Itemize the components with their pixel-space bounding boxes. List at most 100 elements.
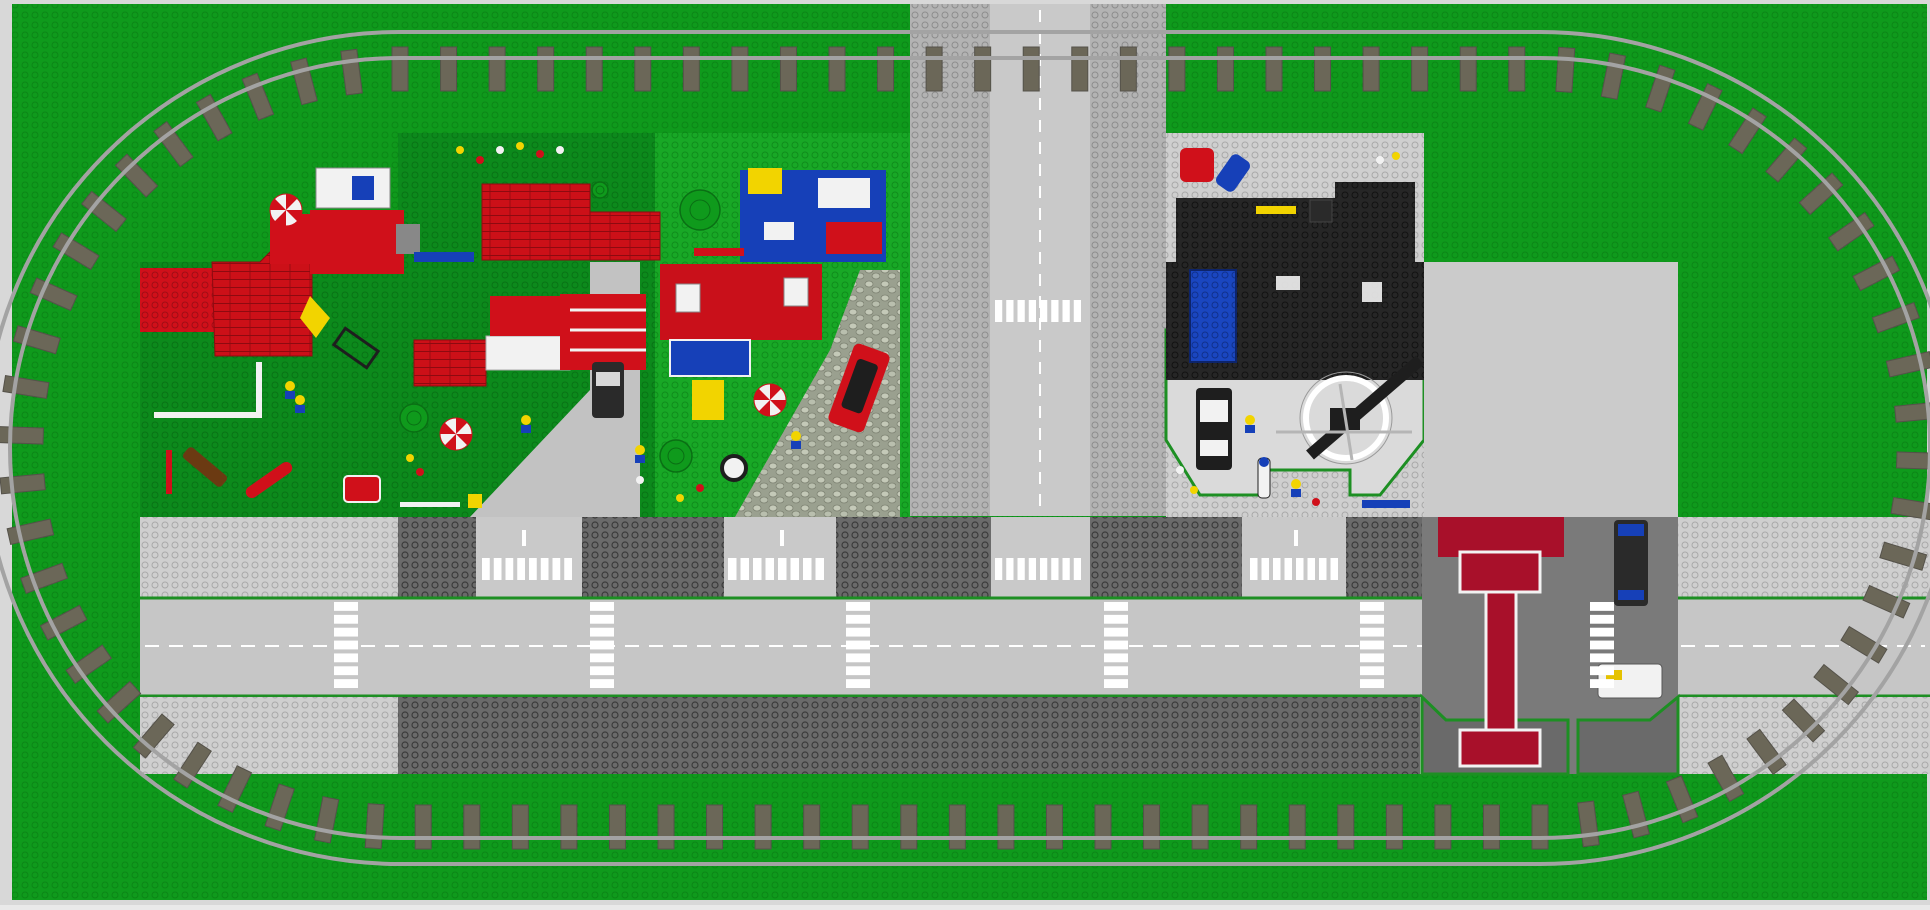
railway-sleeper bbox=[1482, 804, 1500, 850]
railway-sleeper bbox=[1094, 804, 1112, 850]
railway-sleeper bbox=[1143, 804, 1161, 850]
railway-sleeper bbox=[585, 46, 603, 92]
motorcycle-icon bbox=[1257, 457, 1271, 499]
railway-sleeper bbox=[488, 46, 506, 92]
railway-sleeper bbox=[1288, 804, 1306, 850]
umbrella-icon bbox=[439, 417, 473, 451]
railway-sleeper bbox=[1781, 698, 1826, 743]
railway-sleeper bbox=[1531, 804, 1549, 850]
railway-sleeper bbox=[391, 46, 409, 92]
railway-sleeper bbox=[511, 804, 529, 850]
railway-sleeper bbox=[96, 680, 142, 724]
railway-sleeper bbox=[1119, 46, 1137, 92]
railway-sleeper bbox=[974, 46, 992, 92]
railway-sleeper bbox=[754, 804, 772, 850]
railway-sleeper bbox=[1071, 46, 1089, 92]
railway-sleeper bbox=[657, 804, 675, 850]
railway-sleeper bbox=[877, 46, 895, 92]
red-house-center bbox=[413, 183, 661, 418]
railway-sleeper bbox=[1862, 584, 1911, 619]
car-icon bbox=[1196, 388, 1232, 470]
railway-sleeper bbox=[1385, 804, 1403, 850]
umbrella-icon bbox=[269, 193, 303, 227]
railway-sleeper bbox=[29, 277, 78, 312]
railway-sleeper bbox=[440, 46, 458, 92]
railway-sleeper bbox=[1765, 137, 1808, 183]
railway-sleeper bbox=[132, 713, 175, 759]
railway-sleeper bbox=[1508, 46, 1526, 92]
railway-sleeper bbox=[1879, 541, 1928, 571]
railway-sleeper bbox=[414, 804, 432, 850]
car-icon bbox=[1614, 520, 1648, 606]
railway-sleeper bbox=[1191, 804, 1209, 850]
railway-sleeper bbox=[608, 804, 626, 850]
police-station bbox=[1164, 133, 1428, 517]
railway-sleeper bbox=[39, 604, 88, 641]
railway-sleeper bbox=[1434, 804, 1452, 850]
railway-sleeper bbox=[364, 803, 385, 850]
railway-sleeper bbox=[173, 741, 212, 789]
railway-sleeper bbox=[1168, 46, 1186, 92]
railway-sleeper bbox=[1798, 172, 1844, 216]
railway-sleeper bbox=[851, 804, 869, 850]
railway-sleeper bbox=[997, 804, 1015, 850]
railway-sleeper bbox=[264, 783, 295, 832]
railway-sleeper bbox=[779, 46, 797, 92]
crosswalks bbox=[334, 300, 1614, 688]
cross-road bbox=[910, 4, 1166, 516]
railway-sleeper bbox=[1827, 211, 1875, 252]
railway-sleeper bbox=[1555, 46, 1576, 93]
railway-sleeper bbox=[0, 426, 44, 445]
railway-sleeper bbox=[948, 804, 966, 850]
railway-sleeper bbox=[65, 644, 113, 685]
railway-sleeper bbox=[1871, 301, 1920, 334]
railway-sleeper bbox=[1337, 804, 1355, 850]
railway-sleeper bbox=[925, 46, 943, 92]
railway-sleeper bbox=[1045, 804, 1063, 850]
railway-sleeper bbox=[900, 804, 918, 850]
helicopter-icon bbox=[1276, 355, 1424, 465]
railway-sleeper bbox=[1707, 754, 1745, 803]
car-icon bbox=[828, 343, 890, 433]
tree-icon bbox=[679, 189, 721, 231]
decorations bbox=[154, 142, 1400, 508]
minifig-icon bbox=[1291, 479, 1301, 497]
railway-sleeper bbox=[1265, 46, 1283, 92]
railway-sleeper bbox=[0, 473, 46, 495]
minifig-icon bbox=[635, 445, 645, 463]
minifig-icon bbox=[521, 415, 531, 433]
railway-sleeper bbox=[537, 46, 555, 92]
railway-sleeper bbox=[1840, 625, 1888, 664]
railway-loop bbox=[0, 30, 1930, 866]
umbrella-icon bbox=[753, 383, 787, 417]
railway-sleeper bbox=[20, 562, 69, 595]
railway-sleeper bbox=[153, 121, 194, 168]
railway-sleeper bbox=[1314, 46, 1332, 92]
railway-sleeper bbox=[1813, 663, 1860, 706]
car-icon bbox=[592, 362, 624, 418]
railway-sleeper bbox=[1459, 46, 1477, 92]
minifig-icon bbox=[285, 381, 295, 399]
railway-sleeper bbox=[12, 325, 61, 355]
railway-sleeper bbox=[52, 232, 100, 271]
railway-sleeper bbox=[1216, 46, 1234, 92]
railway-sleeper bbox=[706, 804, 724, 850]
rail-outer bbox=[0, 30, 1930, 866]
railway-sleeper bbox=[634, 46, 652, 92]
railway-sleeper bbox=[803, 804, 821, 850]
minifig-icon bbox=[1245, 415, 1255, 433]
railway-sleeper bbox=[828, 46, 846, 92]
minifig-icon bbox=[295, 395, 305, 413]
railway-sleeper bbox=[1022, 46, 1040, 92]
railway-sleeper bbox=[241, 72, 275, 121]
tree-icon bbox=[659, 439, 693, 473]
railway-sleeper bbox=[1665, 775, 1699, 824]
railway-sleeper bbox=[1687, 82, 1723, 131]
railway-sleeper bbox=[1362, 46, 1380, 92]
railway-sleeper bbox=[560, 804, 578, 850]
railway-sleeper bbox=[114, 153, 159, 198]
cobble-path bbox=[735, 270, 900, 517]
red-house-east bbox=[660, 168, 890, 433]
railway-sleeper bbox=[463, 804, 481, 850]
